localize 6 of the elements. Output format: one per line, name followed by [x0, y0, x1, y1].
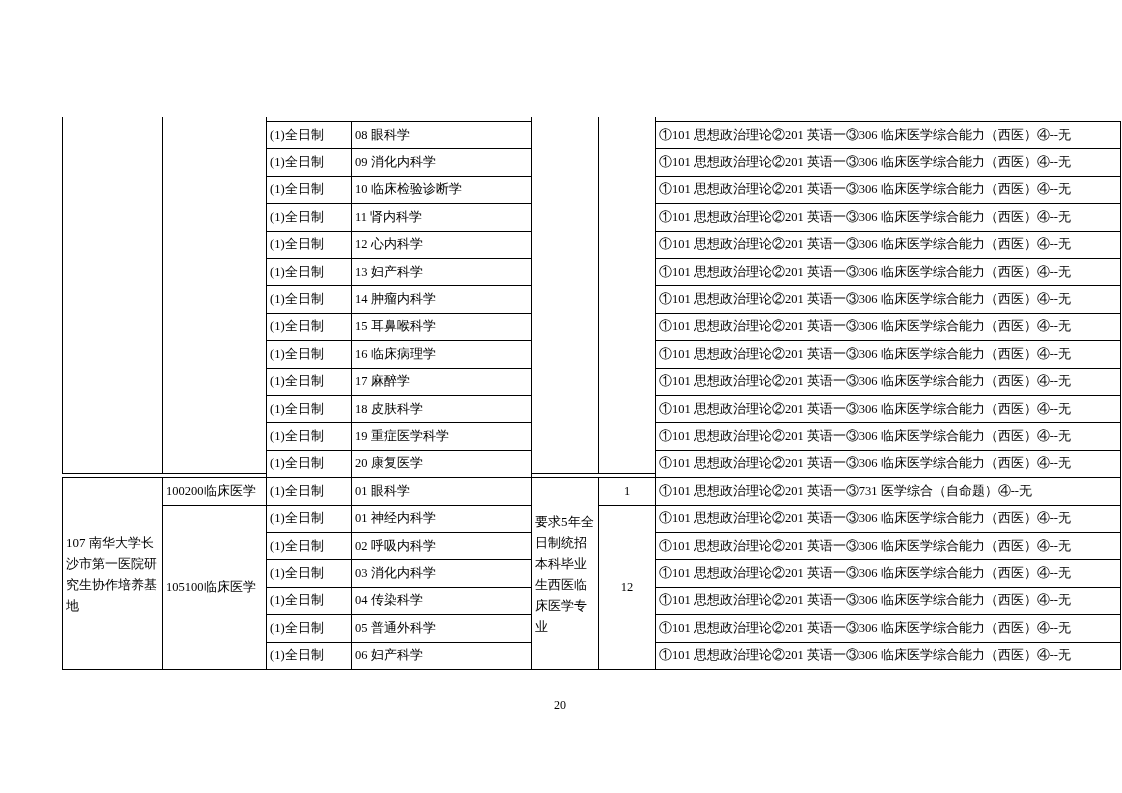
table-cell: ①101 思想政治理论②201 英语一③306 临床医学综合能力（西医）④--无	[655, 449, 1121, 479]
table-cell: ①101 思想政治理论②201 英语一③306 临床医学综合能力（西医）④--无	[655, 641, 1121, 670]
table-cell: 要求5年全日制统招本科毕业生西医临床医学专业	[531, 477, 599, 670]
table-cell: ①101 思想政治理论②201 英语一③306 临床医学综合能力（西医）④--无	[655, 121, 1121, 150]
table-cell: 107 南华大学长沙市第一医院研究生协作培养基地	[62, 477, 163, 670]
page-number: 20	[553, 698, 567, 713]
